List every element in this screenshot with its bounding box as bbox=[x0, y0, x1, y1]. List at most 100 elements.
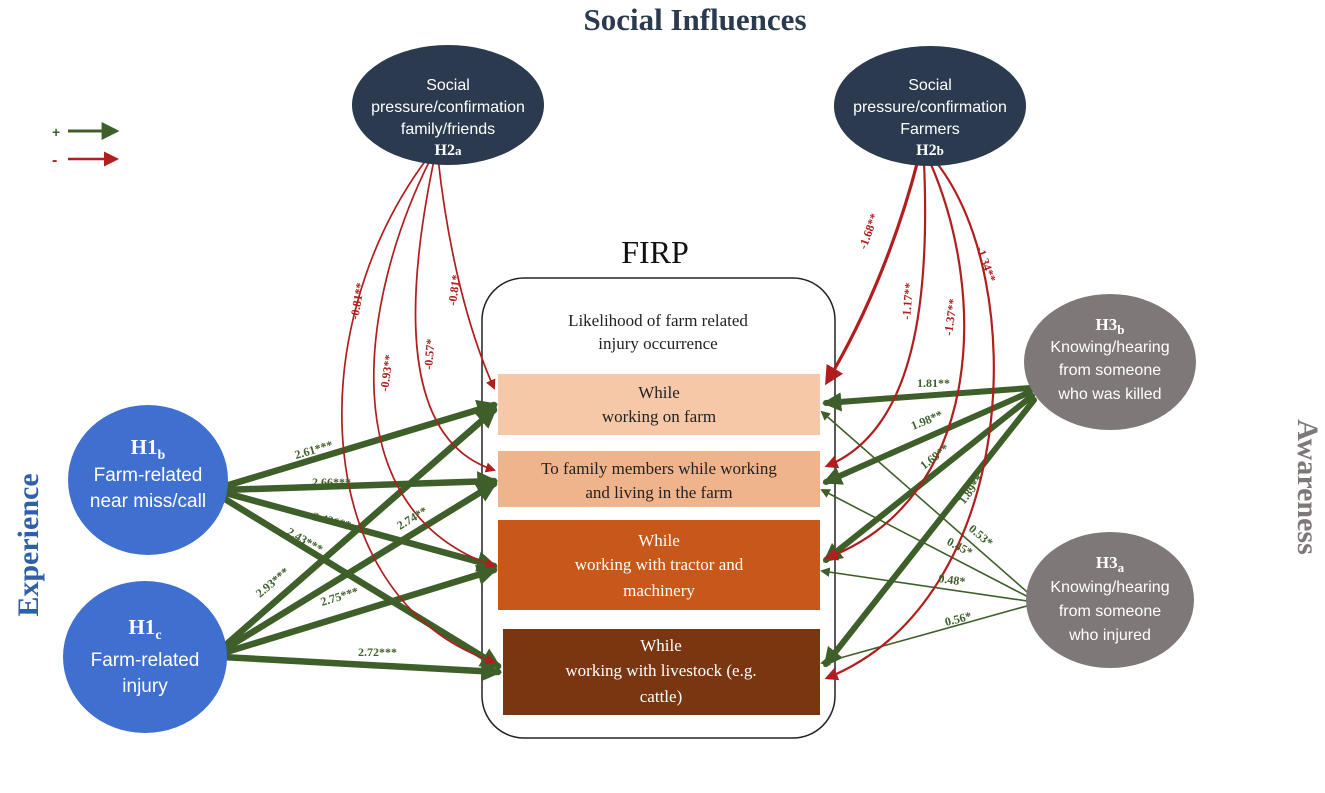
coef-h2a-livestock: -0.81** bbox=[347, 282, 367, 321]
node-h3a-code: H3a bbox=[1096, 553, 1125, 575]
node-h1b-line2: near miss/call bbox=[90, 491, 206, 512]
outcome-box-tractor-machinery bbox=[498, 520, 820, 610]
node-h3b-code-sub: b bbox=[1117, 322, 1124, 337]
path-h1c-family bbox=[216, 480, 498, 656]
node-h3a-shape bbox=[1026, 532, 1194, 668]
firp-subtitle-line1: Likelihood of farm related bbox=[568, 311, 748, 330]
coef-h2b-tractor: -1.37** bbox=[941, 298, 960, 337]
outcome-4-line2: working with livestock (e.g. bbox=[565, 661, 756, 680]
coef-h2a-tractor: -0.93** bbox=[377, 354, 396, 393]
awareness-label: Awareness bbox=[1291, 419, 1324, 555]
node-h1b-shape bbox=[68, 405, 228, 555]
svg-text:H2b: H2b bbox=[916, 142, 944, 159]
outcome-3-line1: While bbox=[638, 531, 680, 550]
paths-h2a bbox=[341, 157, 496, 665]
svg-text:H2a: H2a bbox=[435, 142, 462, 159]
node-h1b-code: H1 bbox=[131, 435, 158, 459]
outcome-3-line3: machinery bbox=[623, 581, 695, 600]
outcome-2-line1: To family members while working bbox=[541, 459, 777, 478]
node-h3b-code: H3b bbox=[1096, 315, 1125, 337]
path-h2b-family bbox=[824, 161, 927, 469]
node-h2b-code-sub: b bbox=[937, 143, 944, 158]
node-h3b: H3b Knowing/hearing from someone who was… bbox=[1024, 294, 1196, 430]
node-h2b-line1: Social bbox=[908, 77, 952, 94]
node-h2a-code: H2 bbox=[435, 142, 455, 159]
paths-h2b bbox=[824, 159, 995, 681]
node-h3b-code-main: H3 bbox=[1096, 315, 1118, 334]
path-h2b-tractor bbox=[824, 161, 966, 561]
path-h3a-livestock bbox=[820, 603, 1035, 666]
outcome-3-line2: working with tractor and bbox=[575, 555, 744, 574]
node-h1b-code-sub: b bbox=[158, 448, 166, 463]
node-h1b: H1b Farm-related near miss/call bbox=[68, 405, 228, 555]
coef-h1c-livestock: 2.72*** bbox=[358, 645, 397, 659]
node-h2b-line2: pressure/confirmation bbox=[853, 99, 1007, 116]
node-h3b-line3: who was killed bbox=[1057, 386, 1161, 403]
node-h1c: H1c Farm-related injury bbox=[63, 581, 227, 733]
outcome-2-line2: and living in the farm bbox=[585, 483, 732, 502]
path-h3a-tractor bbox=[820, 567, 1035, 603]
path-h3a-farm bbox=[820, 410, 1035, 599]
coef-h2a-family: -0.57* bbox=[421, 338, 438, 370]
node-h3a-line2: from someone bbox=[1059, 603, 1161, 620]
node-h2a-shape bbox=[352, 45, 544, 165]
path-h2a-family bbox=[414, 159, 496, 473]
node-h1c-line1: Farm-related bbox=[91, 650, 200, 671]
outcome-1-line2: working on farm bbox=[602, 407, 716, 426]
paths-h3b bbox=[822, 385, 1037, 668]
path-h3b-family bbox=[822, 389, 1033, 485]
node-h3a-code-sub: a bbox=[1118, 560, 1125, 575]
path-h1c-livestock bbox=[218, 653, 503, 682]
node-h3a-line3: who injured bbox=[1068, 627, 1151, 644]
path-h2b-livestock bbox=[824, 161, 995, 681]
node-h3b-line2: from someone bbox=[1059, 362, 1161, 379]
coef-h2b-farm: -1.68** bbox=[856, 211, 882, 251]
path-h1c-farm bbox=[216, 406, 498, 654]
firp-subtitle-line2: injury occurrence bbox=[598, 334, 717, 353]
svg-text:H1c: H1c bbox=[128, 615, 161, 643]
node-h1c-code: H1 bbox=[128, 615, 155, 639]
path-h1c-tractor bbox=[216, 564, 498, 658]
coef-h3a-tractor: 0.48* bbox=[938, 571, 967, 589]
coef-h1b-tractor: 2.43*** bbox=[311, 509, 352, 532]
experience-label: Experience bbox=[12, 473, 45, 616]
node-h1c-shape bbox=[63, 581, 227, 733]
node-h3b-line1: Knowing/hearing bbox=[1050, 339, 1169, 356]
node-h3a: H3a Knowing/hearing from someone who inj… bbox=[1026, 532, 1194, 668]
outcome-1-line1: While bbox=[638, 383, 680, 402]
path-h2a-livestock bbox=[341, 159, 496, 665]
firp-title: FIRP bbox=[621, 234, 689, 270]
node-h2a: Social pressure/confirmation family/frie… bbox=[352, 45, 544, 165]
node-h3b-shape bbox=[1024, 294, 1196, 430]
node-h2b: Social pressure/confirmation Farmers H2b bbox=[834, 46, 1026, 166]
node-h3a-line1: Knowing/hearing bbox=[1050, 579, 1169, 596]
node-h3a-code-main: H3 bbox=[1096, 553, 1118, 572]
legend-plus-label: + bbox=[52, 124, 60, 140]
path-h1b-family bbox=[218, 471, 499, 494]
outcome-box-livestock bbox=[503, 629, 820, 715]
node-h1b-line1: Farm-related bbox=[94, 465, 203, 486]
node-h2b-line3: Farmers bbox=[900, 121, 960, 138]
svg-text:H1b: H1b bbox=[131, 435, 166, 463]
node-h2a-line1: Social bbox=[426, 77, 470, 94]
coef-h2a-farm: -0.81* bbox=[445, 274, 463, 307]
path-h3b-tractor bbox=[822, 393, 1035, 563]
node-h2a-line3: family/friends bbox=[401, 121, 495, 138]
coef-h3a-livestock: 0.56* bbox=[943, 609, 973, 629]
legend-minus-label: - bbox=[52, 152, 57, 169]
path-h2a-farm bbox=[437, 157, 496, 390]
outcome-box-working-on-farm bbox=[498, 374, 820, 435]
outcome-box-family-members bbox=[498, 451, 820, 507]
diagram-title: Social Influences bbox=[583, 2, 806, 37]
legend: + - bbox=[52, 122, 120, 169]
node-h2a-code-sub: a bbox=[455, 143, 462, 158]
node-h2b-shape bbox=[834, 46, 1026, 166]
node-h2a-line2: pressure/confirmation bbox=[371, 99, 525, 116]
node-h1c-line2: injury bbox=[122, 676, 168, 697]
coef-h1b-family: 2.66*** bbox=[312, 475, 351, 489]
coef-h2b-family: -1.17** bbox=[899, 282, 916, 320]
path-h2a-tractor bbox=[372, 159, 496, 569]
outcome-4-line1: While bbox=[640, 636, 682, 655]
